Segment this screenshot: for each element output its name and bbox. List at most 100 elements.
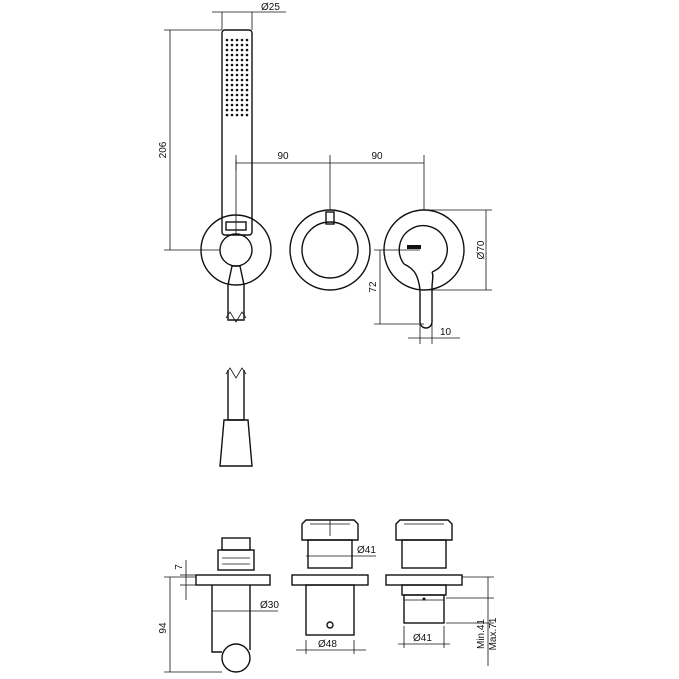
spray-nozzle-dot <box>245 68 249 72</box>
dim-outlet-diameter: Ø30 <box>212 600 279 612</box>
spray-nozzle-dot <box>235 83 239 87</box>
label-min-depth: Min.41 <box>476 619 487 649</box>
mixer-cap <box>395 519 453 541</box>
spray-nozzle-dot <box>245 93 249 97</box>
handshower-body <box>221 29 253 236</box>
mixer-lever <box>403 263 434 329</box>
label-lever-drop: 72 <box>368 281 379 293</box>
spray-nozzle-dot <box>240 78 244 82</box>
label-handshower-height: 206 <box>158 141 169 158</box>
spray-nozzle-dot <box>240 53 244 57</box>
dim-body-diameter-top: Ø41 <box>306 545 376 557</box>
spray-nozzle-dot <box>235 98 239 102</box>
spray-nozzles <box>225 38 249 117</box>
side-view-outlet: 7 94 Ø30 <box>158 537 279 673</box>
spray-nozzle-dot <box>240 88 244 92</box>
spray-nozzle-dot <box>240 108 244 112</box>
spray-nozzle-dot <box>225 48 229 52</box>
spray-nozzle-dot <box>240 113 244 117</box>
spray-nozzle-dot <box>240 93 244 97</box>
spray-nozzle-dot <box>230 53 234 57</box>
spray-nozzle-dot <box>235 73 239 77</box>
dim-mixer-diameter: Ø41 <box>398 626 450 648</box>
label-outlet-projection: 94 <box>158 622 169 634</box>
spray-nozzle-dot <box>230 98 234 102</box>
spray-nozzle-dot <box>235 88 239 92</box>
spray-nozzle-dot <box>245 83 249 87</box>
diverter-rosette-side <box>291 574 369 586</box>
outlet-threaded-tip <box>221 537 251 551</box>
spray-nozzle-dot <box>235 78 239 82</box>
spray-nozzle-dot <box>235 53 239 57</box>
spray-nozzle-dot <box>240 43 244 47</box>
spray-nozzle-dot <box>240 83 244 87</box>
spray-nozzle-dot <box>230 78 234 82</box>
label-body-diameter-bottom: Ø48 <box>318 639 337 650</box>
side-view-diverter: Ø41 Ø48 <box>291 519 376 654</box>
spray-nozzle-dot <box>245 63 249 67</box>
diverter-cartridge <box>307 539 353 569</box>
spray-nozzle-dot <box>235 93 239 97</box>
spray-nozzle-dot <box>230 43 234 47</box>
label-spacing-left: 90 <box>277 151 289 162</box>
side-views: 7 94 Ø30 <box>158 519 499 673</box>
spray-nozzle-dot <box>230 63 234 67</box>
spray-nozzle-dot <box>245 108 249 112</box>
spray-nozzle-dot <box>230 58 234 62</box>
mixer-cartridge <box>401 539 447 569</box>
diverter-body <box>305 584 355 636</box>
hose-cone-fitting <box>219 419 253 467</box>
outlet-nut <box>217 549 255 571</box>
diverter-inner-circle <box>301 221 359 279</box>
spray-nozzle-dot <box>225 63 229 67</box>
hose-detail <box>219 367 253 467</box>
dim-spacing: 90 90 <box>235 151 425 210</box>
label-mixer-diameter: Ø41 <box>413 633 432 644</box>
spray-nozzle-dot <box>240 48 244 52</box>
label-outlet-diameter: Ø30 <box>260 600 279 611</box>
mixer-rosette <box>383 209 465 329</box>
dim-depth-range: Min.41 Max.71 <box>446 576 499 666</box>
label-lever-width: 10 <box>440 327 452 338</box>
dim-body-diameter-bottom: Ø48 <box>296 639 366 654</box>
mixer-rosette-side <box>385 574 463 586</box>
spray-nozzle-dot <box>225 113 229 117</box>
label-spacing-right: 90 <box>371 151 383 162</box>
spray-nozzle-dot <box>240 58 244 62</box>
spray-nozzle-dot <box>230 108 234 112</box>
label-body-diameter-top: Ø41 <box>357 545 376 556</box>
spray-nozzle-dot <box>245 58 249 62</box>
spray-nozzle-dot <box>235 108 239 112</box>
spray-nozzle-dot <box>225 38 229 42</box>
holder-bracket <box>225 221 247 231</box>
spray-nozzle-dot <box>245 78 249 82</box>
spray-nozzle-dot <box>245 43 249 47</box>
spray-nozzle-dot <box>230 83 234 87</box>
outlet-pipe-circle <box>221 643 251 673</box>
spray-nozzle-dot <box>230 103 234 107</box>
spray-nozzle-dot <box>235 68 239 72</box>
spray-nozzle-dot <box>225 103 229 107</box>
spray-nozzle-dot <box>230 93 234 97</box>
outlet-rosette-side <box>195 574 271 586</box>
spray-nozzle-dot <box>230 73 234 77</box>
handshower <box>221 29 253 236</box>
spray-nozzle-dot <box>225 58 229 62</box>
front-view: Ø25 206 90 90 Ø70 <box>158 2 492 344</box>
spray-nozzle-dot <box>245 48 249 52</box>
spray-nozzle-dot <box>245 38 249 42</box>
spray-nozzle-dot <box>225 68 229 72</box>
spray-nozzle-dot <box>240 98 244 102</box>
outlet-connector-circle <box>219 233 253 267</box>
dim-rosette-thickness: 7 <box>174 560 196 600</box>
mixer-inner-arc <box>398 224 448 273</box>
spray-nozzle-dot <box>225 53 229 57</box>
mixer-body <box>403 594 445 624</box>
spray-nozzle-dot <box>225 98 229 102</box>
spray-nozzle-dot <box>230 38 234 42</box>
label-rosette-thickness: 7 <box>174 564 185 570</box>
dim-lever-drop: 72 <box>368 249 424 325</box>
label-max-depth: Max.71 <box>488 617 499 650</box>
